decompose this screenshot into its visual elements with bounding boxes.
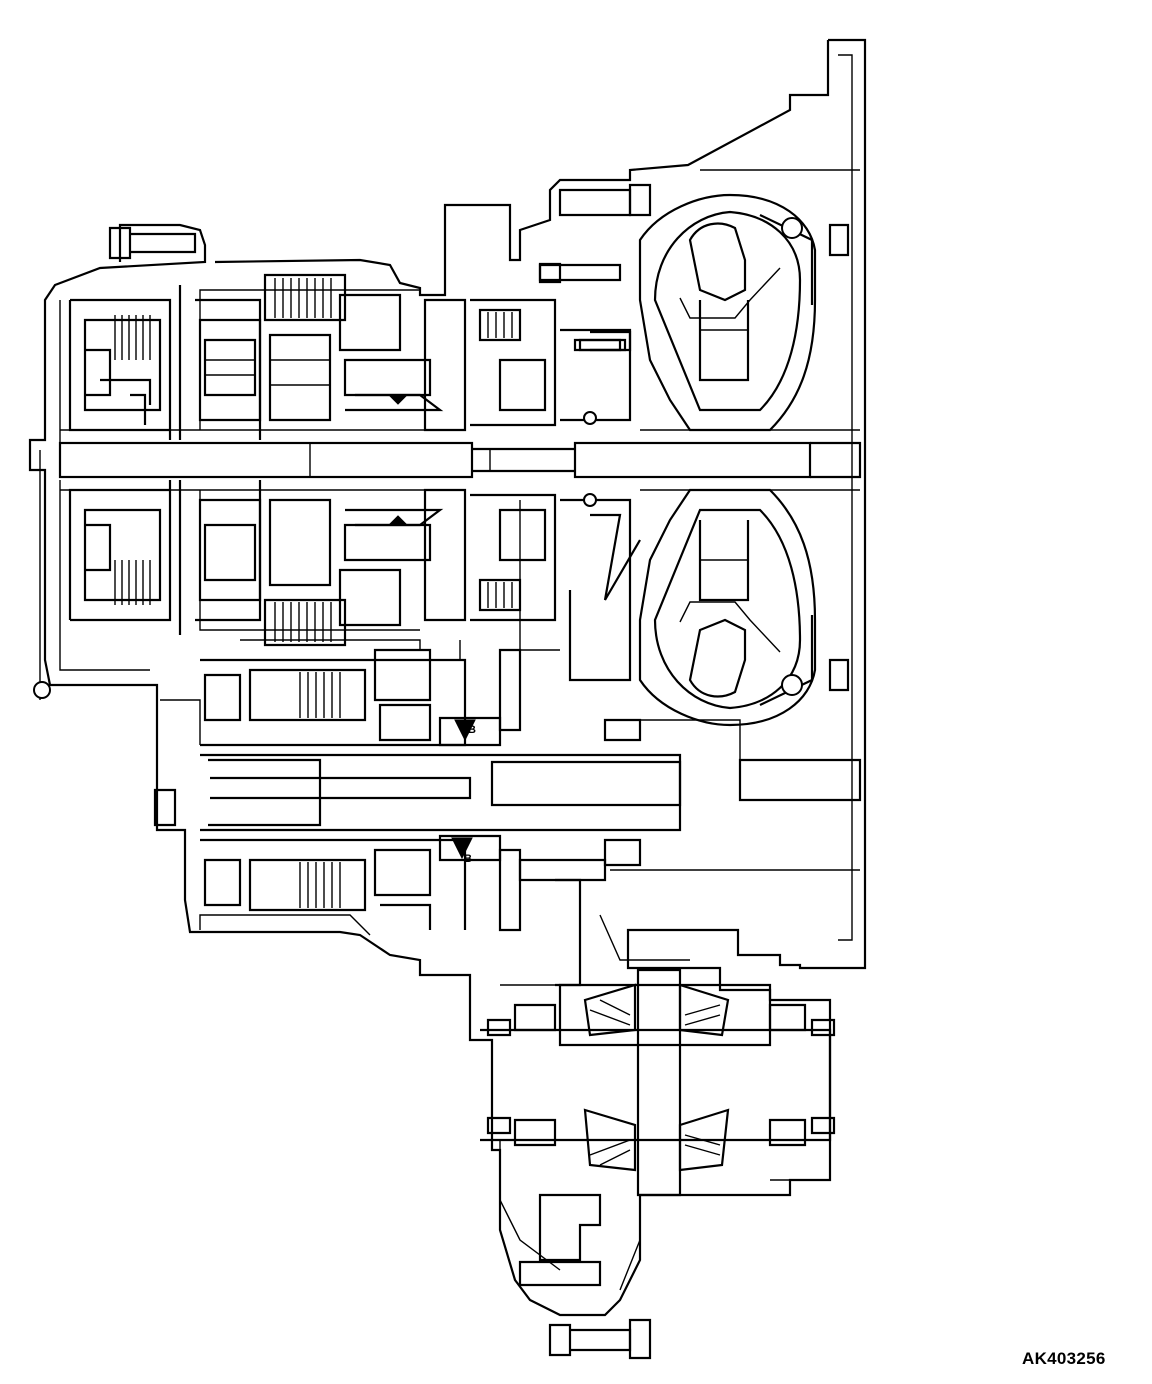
transaxle-housing-outline bbox=[28, 38, 867, 1317]
clutch-pack-lower-left bbox=[68, 480, 444, 647]
converter-bolt-top bbox=[781, 217, 803, 239]
bearing-mark-upper: B bbox=[468, 724, 476, 736]
housing-plug bbox=[33, 681, 51, 699]
bearing-mark-lower: B bbox=[464, 853, 472, 865]
housing-bolts bbox=[108, 183, 652, 1360]
input-shaft bbox=[58, 441, 862, 479]
output-gear-assembly: B B bbox=[153, 648, 862, 987]
torque-converter bbox=[638, 193, 860, 727]
converter-bolt-bottom bbox=[781, 674, 803, 696]
fluid-passages bbox=[60, 289, 860, 1291]
clutch-pack-upper-left bbox=[68, 273, 444, 440]
mid-clutch-assembly bbox=[423, 188, 641, 682]
differential-assembly bbox=[480, 968, 836, 1287]
figure-reference-code: AK403256 bbox=[1022, 1349, 1106, 1368]
